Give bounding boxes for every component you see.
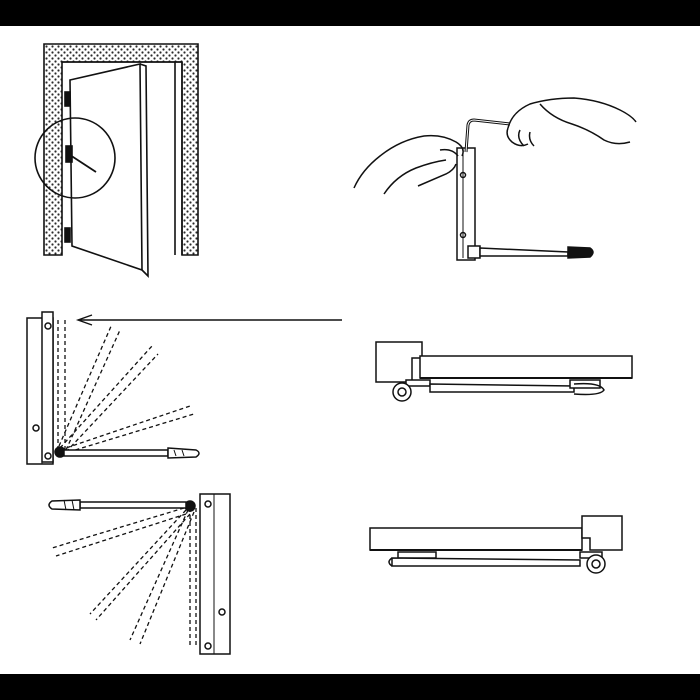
plate-screw-top — [459, 171, 467, 179]
swing-right-panel — [26, 311, 342, 465]
swing-position-2 — [59, 345, 159, 453]
arm-rounded-end — [573, 382, 605, 396]
frame-bracket — [375, 341, 423, 383]
mount-plate — [456, 147, 476, 261]
swing-left-panel — [48, 493, 231, 655]
closer-arm — [391, 557, 581, 567]
left-hand-thumb — [417, 163, 457, 187]
door-panel — [369, 527, 583, 551]
plate-screw-3 — [204, 642, 212, 650]
right-hand-fingers — [506, 127, 535, 147]
hinge-top — [64, 91, 71, 107]
arm-bracket — [397, 551, 437, 559]
right-hand-palm — [539, 103, 631, 145]
swing-positions — [57, 320, 195, 455]
closer-arm — [429, 383, 575, 393]
plate-edge — [41, 311, 54, 463]
side-view-bottom-panel — [369, 515, 623, 574]
plate-screw-bottom — [459, 231, 467, 239]
slider-marks — [63, 499, 75, 511]
pivot-wheel — [392, 382, 412, 402]
side-view-top-panel — [375, 341, 633, 402]
closer-body-detail — [65, 145, 73, 163]
swing-position-closed — [189, 508, 197, 648]
pivot-wheel-hub — [591, 559, 601, 569]
swing-position-closed — [57, 320, 66, 452]
detail-circle — [34, 117, 116, 199]
right-hand-outline — [507, 97, 637, 129]
plate-screw-2 — [218, 608, 226, 616]
plate-screw-1 — [204, 500, 212, 508]
solid-arm — [79, 501, 187, 509]
pivot-block — [467, 245, 481, 259]
swing-position-1 — [129, 509, 195, 645]
closer-body — [405, 379, 431, 387]
swing-position-1 — [58, 323, 121, 451]
plate-screw-1 — [44, 322, 52, 330]
arm-rounded-end — [388, 557, 393, 567]
left-hand-outline — [353, 134, 464, 189]
swing-position-2 — [89, 509, 191, 621]
plate-body — [199, 493, 231, 655]
direction-arrow-head — [75, 314, 93, 326]
hinge-bottom — [64, 227, 71, 243]
door-overview-panel — [34, 43, 199, 278]
solid-arm — [63, 449, 169, 457]
plate-screw-2 — [32, 424, 40, 432]
swing-position-3 — [59, 405, 195, 455]
pivot-wheel — [586, 554, 606, 574]
pivot-wheel-hub — [397, 387, 407, 397]
slider-marks — [173, 449, 185, 457]
closer-arm-detail — [69, 154, 97, 173]
left-hand-fingers — [383, 148, 459, 195]
door-jamb — [62, 61, 183, 255]
door-panel — [419, 355, 633, 379]
hex-key-highlight — [465, 119, 511, 153]
swing-positions — [51, 507, 197, 648]
plate-screw-3 — [44, 452, 52, 460]
frame-bracket — [581, 515, 623, 551]
swing-position-3 — [51, 507, 187, 557]
arm-slider — [567, 246, 594, 259]
door-edge — [139, 63, 149, 278]
hands-adjust-panel — [353, 97, 637, 261]
door-leaf — [69, 62, 143, 272]
